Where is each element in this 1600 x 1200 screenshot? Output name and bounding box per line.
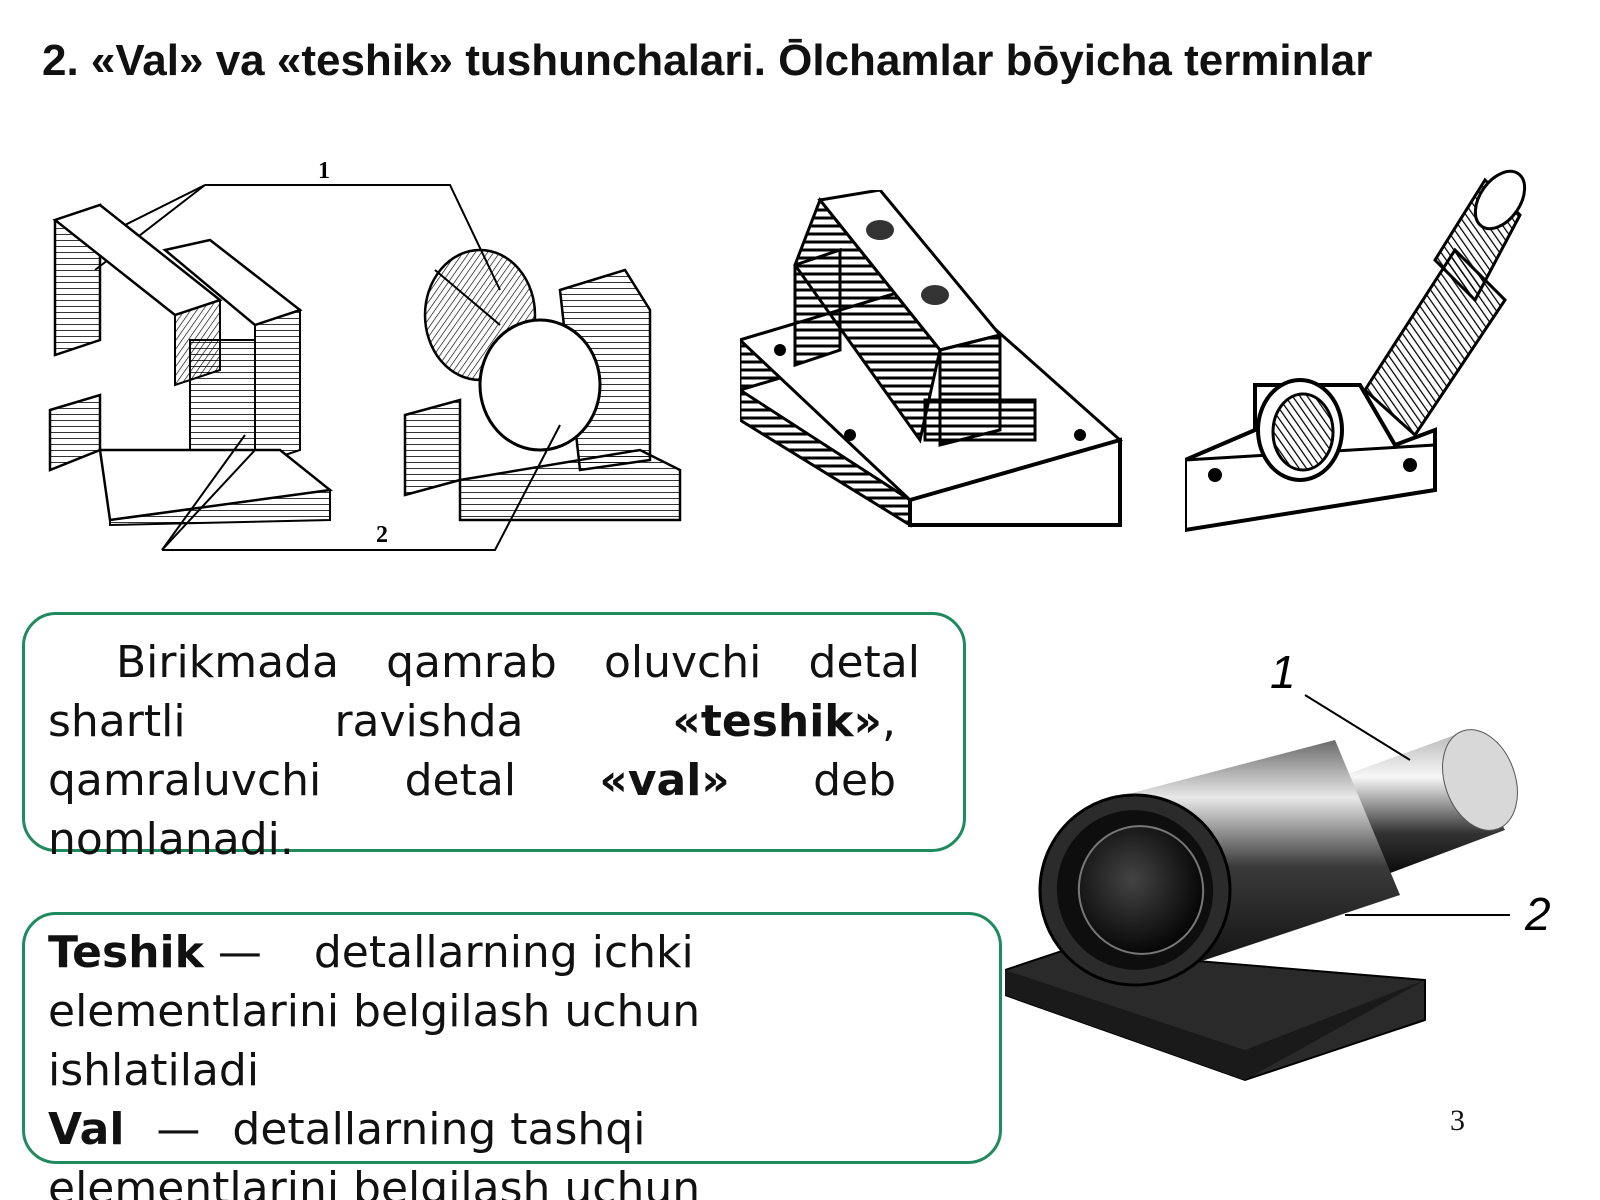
page-number: 3 <box>1450 1104 1465 1137</box>
label-1: 1 <box>1270 650 1296 698</box>
label-2: 2 <box>1524 888 1551 940</box>
teshik-term: Teshik <box>48 927 204 978</box>
teshik-definition-line-1: Teshik —detallarning ichki <box>48 927 694 978</box>
teshik-definition-line-3: ishlatiladi <box>48 1045 260 1096</box>
term-teshik: «teshik» <box>672 696 882 747</box>
term-val: «val» <box>599 755 730 806</box>
val-definition-line-2: elementlarini belgilash uchun <box>48 1163 701 1200</box>
assembly-illustration: 1 2 <box>40 150 720 570</box>
bearing-shaft-illustration <box>1185 160 1545 540</box>
shaft-housing-illustration: 1 2 <box>1005 650 1595 1090</box>
definition-text: Birikmada qamrab oluvchi detal shartli r… <box>48 633 920 869</box>
label-2: 2 <box>376 522 388 548</box>
val-term: Val <box>48 1104 125 1155</box>
definition-line-1: Birikmada qamrab oluvchi detal <box>116 637 920 688</box>
label-1: 1 <box>318 158 330 184</box>
slide-title: 2. «Val» va «teshik» tushunchalari. Ōlch… <box>42 36 1373 85</box>
terms-box <box>22 912 1002 1164</box>
val-definition-line-1: Val—detallarning tashqi <box>48 1104 646 1155</box>
definition-line-2: shartli ravishda «teshik», <box>48 696 896 747</box>
definition-line-3: qamraluvchi detal «val» deb <box>48 751 896 810</box>
teshik-definition-line-2: elementlarini belgilash uchun <box>48 986 701 1037</box>
dovetail-slide-illustration <box>740 190 1140 530</box>
definition-line-4: nomlanadi. <box>48 814 294 865</box>
definition-box <box>22 612 966 852</box>
terms-text: Teshik —detallarning ichki elementlarini… <box>48 923 948 1200</box>
